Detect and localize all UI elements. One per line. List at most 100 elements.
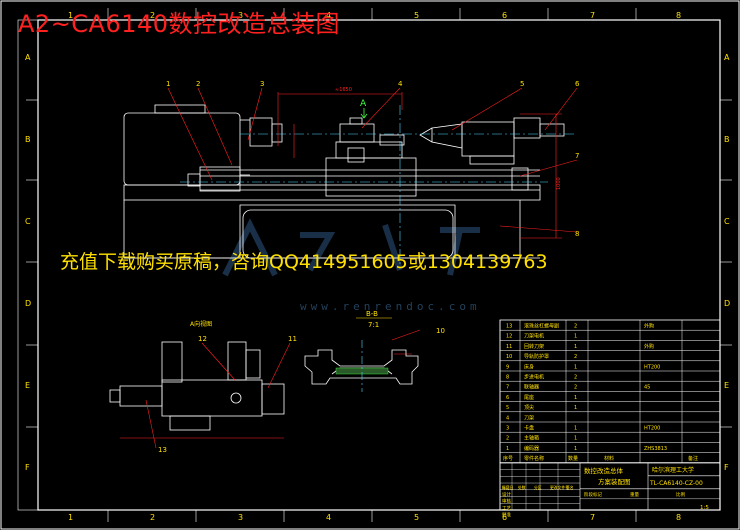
title-drawing-name: 数控改造总体 xyxy=(584,466,624,475)
parts-row-qty: 2 xyxy=(574,354,577,360)
encoder xyxy=(199,166,241,192)
parts-header-material: 材料 xyxy=(604,455,614,462)
parts-row-no: 3 xyxy=(506,426,509,432)
row-label-left: F xyxy=(25,463,30,472)
watermark-url: www.renrendoc.com xyxy=(300,300,481,313)
callout-10: 10 xyxy=(436,327,445,335)
section-marker-a: A xyxy=(360,99,367,109)
parts-row-no: 6 xyxy=(506,395,509,401)
zone-ticks xyxy=(26,8,732,522)
title-revision-label: 标记 xyxy=(502,485,510,490)
col-label-bottom: 4 xyxy=(326,513,331,522)
parts-row-qty: 1 xyxy=(574,426,577,432)
parts-row-no: 7 xyxy=(506,385,509,391)
parts-row-name: 滚珠丝杠螺母副 xyxy=(524,323,559,330)
title-revision-label: 更改文件号 xyxy=(550,485,569,490)
dim-text-top: ≈1650 xyxy=(335,87,352,93)
headstock-top-cover xyxy=(154,104,206,114)
cross-slide xyxy=(335,141,403,159)
callout-11: 11 xyxy=(288,335,297,343)
title-revision-label: 年月日 xyxy=(502,485,514,490)
stepper-motor-x xyxy=(513,117,541,139)
callout-2: 2 xyxy=(196,80,200,88)
title-revision-label: 分区 xyxy=(534,485,542,490)
callout-5: 5 xyxy=(520,80,524,88)
parts-row-qty: 1 xyxy=(574,344,577,350)
parts-row-name: 刀架电机 xyxy=(524,333,544,340)
parts-header-note: 备注 xyxy=(688,455,698,462)
row-label-right: F xyxy=(724,463,729,472)
row-label-right: D xyxy=(724,299,730,308)
col-label-bottom: 7 xyxy=(590,513,595,522)
title-stage-label: 比例 xyxy=(676,491,685,498)
bed-top xyxy=(123,184,541,201)
tailstock-quill xyxy=(431,123,463,149)
col-label-top: 2 xyxy=(150,11,155,20)
contact-banner: 充值下载购买原稿，咨询QQ414951605或1304139763 xyxy=(60,251,548,273)
callout-8: 8 xyxy=(575,230,579,238)
chuck xyxy=(249,117,273,147)
row-label-right: C xyxy=(724,217,730,226)
col-label-top: 6 xyxy=(502,11,507,20)
parts-row-name: 床身 xyxy=(524,363,534,370)
col-label-top: 1 xyxy=(68,11,73,20)
parts-row-qty: 2 xyxy=(574,385,577,391)
view-b-scale: 7:1 xyxy=(368,321,379,329)
col-label-bottom: 2 xyxy=(150,513,155,522)
col-label-top: 3 xyxy=(238,11,243,20)
title-revision-label: 处数 xyxy=(518,485,526,490)
title-stage-label: 重量 xyxy=(630,491,639,498)
callout-1: 1 xyxy=(166,80,170,88)
title-stage-label: 阶段标记 xyxy=(584,491,602,498)
parts-row-note: HT200 xyxy=(644,364,660,370)
parts-row-name: 卡盘 xyxy=(524,425,534,432)
title-drawing-name-2: 方案装配图 xyxy=(598,477,631,486)
parts-row-no: 8 xyxy=(506,375,509,381)
parts-row-note: 外购 xyxy=(644,323,654,330)
parts-row-no: 12 xyxy=(506,334,512,340)
parts-row-note: ZHS3813 xyxy=(644,446,667,452)
col-label-top: 7 xyxy=(590,11,595,20)
callout-12: 12 xyxy=(198,335,207,343)
zone-labels: 1 2 3 4 5 6 7 8 1 2 3 4 5 6 7 8 A B C D … xyxy=(25,11,730,522)
parts-row-no: 2 xyxy=(506,436,509,442)
row-label-left: E xyxy=(25,381,30,390)
callout-4: 4 xyxy=(398,80,403,88)
row-label-left: C xyxy=(25,217,31,226)
parts-row-no: 1 xyxy=(506,446,509,452)
parts-row-qty: 1 xyxy=(574,436,577,442)
view-b-section xyxy=(304,349,419,385)
col-label-top: 5 xyxy=(414,11,419,20)
row-label-right: B xyxy=(724,135,730,144)
view-a-label: A向视图 xyxy=(190,320,212,328)
callout-numbers: 1 2 3 4 5 6 7 8 10 11 12 13 xyxy=(158,80,580,454)
parts-row-no: 9 xyxy=(506,364,509,370)
title-field: 审核 xyxy=(502,498,511,505)
dim-text-side: 1000 xyxy=(556,177,562,190)
parts-row-name: 回转刀架 xyxy=(524,343,544,350)
row-label-right: A xyxy=(724,53,730,62)
parts-row-note: 外购 xyxy=(644,343,654,350)
center-lines xyxy=(180,105,575,265)
parts-row-qty: 2 xyxy=(574,324,577,330)
title-scale: 1:5 xyxy=(700,505,709,511)
headstock xyxy=(123,112,241,186)
parts-row-no: 10 xyxy=(506,354,512,360)
title-field: 设计 xyxy=(502,491,511,498)
col-label-top: 4 xyxy=(326,11,331,20)
title-block: 数控改造总体方案装配图哈尔滨理工大学TL-CA6140-CZ-001:5阶段标记… xyxy=(499,462,721,518)
parts-header-no: 序号 xyxy=(503,455,513,462)
leader-lines xyxy=(167,87,578,355)
title-field: 批准 xyxy=(502,511,511,518)
parts-header-name: 零件名称 xyxy=(524,455,544,462)
parts-row-qty: 1 xyxy=(574,405,577,411)
parts-row-no: 5 xyxy=(506,405,509,411)
callout-3: 3 xyxy=(260,80,264,88)
parts-row-qty: 1 xyxy=(574,364,577,370)
parts-row-no: 13 xyxy=(506,324,512,330)
col-label-bottom: 3 xyxy=(238,513,243,522)
parts-row-name: 主轴箱 xyxy=(524,435,539,442)
